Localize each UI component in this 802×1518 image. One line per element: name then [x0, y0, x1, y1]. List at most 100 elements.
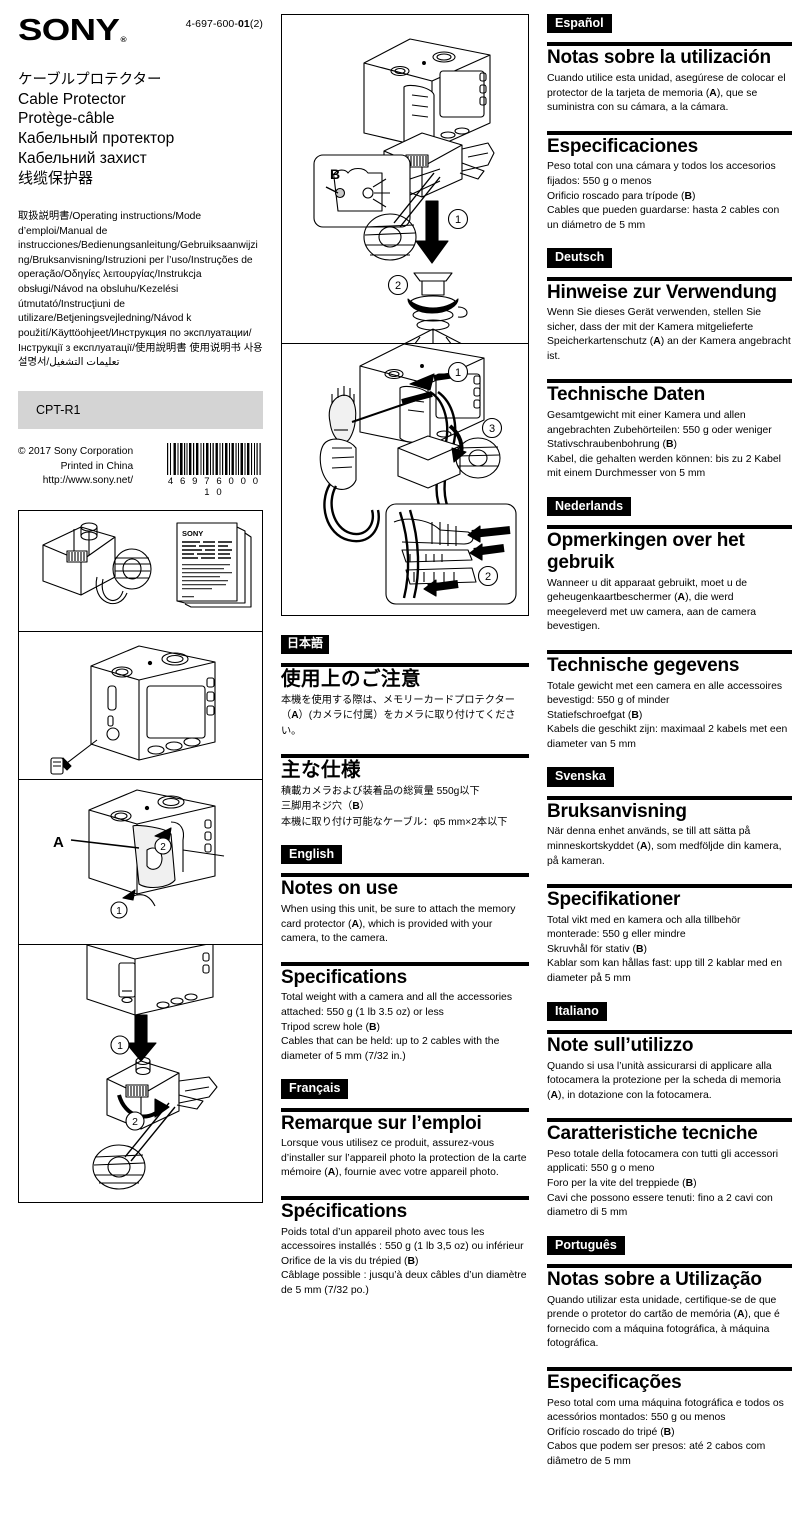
specs-heading-english: Specifications: [281, 966, 408, 988]
figure-tripod-mount-art: B 1 2: [313, 38, 495, 343]
notes-heading-deutsch: Hinweise zur Verwendung: [547, 281, 777, 303]
specs-body-svenska: Total vikt med en kamera och alla tillbe…: [547, 914, 783, 984]
copyright-line: © 2017 Sony Corporation: [18, 445, 134, 457]
section-rule: [547, 1367, 792, 1371]
language-tag-portugues: Português: [547, 1235, 625, 1256]
product-title-block: ケーブルプロテクター Cable Protector Protège-câble…: [18, 71, 263, 188]
specs-block-portugues: Especificações Peso total com uma máquin…: [547, 1367, 792, 1469]
language-tag-deutsch: Deutsch: [547, 248, 613, 268]
specs-heading-deutsch: Technische Daten: [547, 384, 705, 406]
legal-row: © 2017 Sony Corporation Printed in China…: [18, 442, 263, 498]
barcode-block: 4 6 9 7 6 0 0 0 1 0: [165, 442, 263, 498]
notes-body-espanol: Cuando utilice esta unidad, asegúrese de…: [547, 73, 786, 114]
specs-heading-svenska: Specifikationer: [547, 889, 681, 911]
section-espanol: Español Notas sobre la utilización Cuand…: [547, 14, 792, 233]
copyright-block: © 2017 Sony Corporation Printed in China…: [18, 443, 133, 489]
title-zh: 线缆保护器: [18, 169, 94, 187]
language-tag-english: English: [281, 845, 343, 865]
language-tag-francais: Français: [281, 1079, 349, 1099]
title-ru: Кабельный протектор: [18, 130, 175, 148]
barcode-number: 4 6 9 7 6 0 0 0 1 0: [167, 475, 261, 498]
step-3-label: 3: [489, 423, 495, 435]
notes-block-japanese: 使用上のご注意 本機を使用する際は、メモリーカードプロテクター（A）(カメラに付…: [281, 662, 529, 739]
section-deutsch: Deutsch Hinweise zur Verwendung Wenn Sie…: [547, 248, 792, 482]
section-rule: [547, 130, 792, 135]
right-column: Español Notas sobre la utilización Cuand…: [547, 0, 792, 1484]
section-rule: [547, 525, 792, 530]
section-portugues: Português Notas sobre a Utilização Quand…: [547, 1235, 792, 1470]
figure-cable-routing-art: 1 2 3: [319, 344, 517, 605]
specs-block-deutsch: Technische Daten Gesamtgewicht mit einer…: [547, 379, 792, 481]
middle-figure-stack: B 1 2: [281, 14, 529, 616]
notes-body-portugues: Quando utilizar esta unidade, certifique…: [547, 1294, 780, 1350]
specs-heading-portugues: Especificações: [547, 1372, 682, 1393]
section-svenska: Svenska Bruksanvisning När denna enhet a…: [547, 767, 792, 986]
step-1-label: 1: [455, 367, 461, 379]
notes-heading-portugues: Notas sobre a Utilização: [547, 1269, 762, 1291]
section-rule: [281, 873, 529, 878]
notes-body-nederlands: Wanneer u dit apparaat gebruikt, moet u …: [547, 577, 757, 633]
figure-mount-protector: 1 2: [18, 944, 263, 1203]
specs-block-nederlands: Technische gegevens Totale gewicht met e…: [547, 649, 792, 752]
notes-block-francais: Remarque sur l’emploi Lorsque vous utili…: [281, 1107, 529, 1181]
section-rule: [281, 961, 529, 966]
notes-block-italiano: Note sull’utilizzo Quando si usa l’unità…: [547, 1029, 792, 1103]
notes-heading-svenska: Bruksanvisning: [547, 800, 687, 822]
title-uk: Кабельний захист: [18, 150, 147, 168]
specs-block-francais: Spécifications Poids total d’un appareil…: [281, 1195, 529, 1298]
figure-tripod-mount: B 1 2: [281, 14, 529, 344]
notes-heading-francais: Remarque sur l’emploi: [281, 1112, 482, 1134]
middle-column: B 1 2: [281, 0, 529, 1313]
figure-mount-protector-art: 1 2: [86, 944, 218, 1190]
notes-block-deutsch: Hinweise zur Verwendung Wenn Sie dieses …: [547, 276, 792, 365]
figure-package-contents-art: SONY: [42, 522, 252, 608]
model-name-bar: CPT-R1: [18, 390, 263, 429]
title-en: Cable Protector: [18, 90, 126, 108]
specs-body-english: Total weight with a camera and all the a…: [281, 992, 513, 1062]
model-name: CPT-R1: [36, 402, 81, 417]
instructions-language-list: 取扱説明書/Operating instructions/Mode d’empl…: [18, 211, 263, 369]
notes-heading-espanol: Notas sobre la utilización: [547, 47, 771, 69]
specs-block-japanese: 主な仕様 積載カメラおよび装着品の総質量 550g以下 三脚用ネジ穴（B） 本機…: [281, 753, 529, 830]
figure-package-contents: SONY: [18, 509, 263, 632]
step-1-label: 1: [455, 214, 461, 226]
barcode-image: [165, 442, 263, 475]
specs-heading-italiano: Caratteristiche tecniche: [547, 1123, 758, 1145]
language-tag-nederlands: Nederlands: [547, 496, 632, 517]
website-url: http://www.sony.net/: [42, 475, 134, 487]
section-nederlands: Nederlands Opmerkingen over het gebruik …: [547, 496, 792, 752]
specs-body-espanol: Peso total con una cámara y todos los ac…: [547, 161, 780, 231]
specs-body-deutsch: Gesamtgewicht mit einer Kamera und allen…: [547, 410, 781, 480]
section-italiano: Italiano Note sull’utilizzo Quando si us…: [547, 1001, 792, 1221]
figure-cable-routing: 1 2 3: [281, 344, 529, 616]
step-2-label: 2: [160, 842, 166, 853]
notes-heading-nederlands: Opmerkingen over het gebruik: [547, 530, 745, 573]
doc-number-prefix: 4-697-600-: [185, 18, 238, 30]
callout-a-label: A: [53, 834, 64, 851]
left-figure-stack: SONY: [18, 509, 263, 1203]
specs-heading-nederlands: Technische gegevens: [547, 654, 740, 676]
language-tag-espanol: Español: [547, 14, 612, 34]
section-rule: [281, 753, 529, 758]
section-rule: [547, 1029, 792, 1034]
notes-block-svenska: Bruksanvisning När denna enhet används, …: [547, 795, 792, 869]
notes-block-portugues: Notas sobre a Utilização Quando utilizar…: [547, 1264, 792, 1352]
specs-heading-francais: Spécifications: [281, 1200, 408, 1222]
registered-mark: ®: [120, 37, 127, 44]
figure-attach-card-protector-art: A 2 1: [53, 789, 225, 919]
section-english: English Notes on use When using this uni…: [281, 845, 529, 1064]
step-1-label: 1: [116, 906, 122, 917]
section-japanese: 日本語 使用上のご注意 本機を使用する際は、メモリーカードプロテクター（A）(カ…: [281, 634, 529, 830]
notes-body-italiano: Quando si usa l’unità assicurarsi di app…: [547, 1060, 781, 1101]
section-rule: [547, 276, 792, 281]
title-ja: ケーブルプロテクター: [18, 72, 162, 88]
sheet-sony-logo: SONY: [182, 529, 203, 538]
masthead: SONY® 4-697-600-01(2): [18, 0, 263, 45]
specs-body-japanese: 積載カメラおよび装着品の総質量 550g以下 三脚用ネジ穴（B） 本機に取り付け…: [281, 786, 508, 828]
specs-block-italiano: Caratteristiche tecniche Peso totale del…: [547, 1118, 792, 1220]
specs-body-portugues: Peso total com uma máquina fotográfica e…: [547, 1397, 784, 1467]
notes-heading-italiano: Note sull’utilizzo: [547, 1034, 694, 1056]
specs-heading-japanese: 主な仕様: [281, 758, 362, 781]
figure-attach-card-protector: A 2 1: [18, 779, 263, 945]
